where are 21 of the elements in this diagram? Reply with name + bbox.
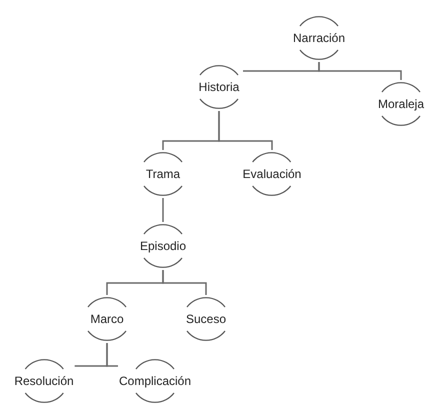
node-label: Trama <box>144 168 182 180</box>
connector-line <box>218 111 273 150</box>
node-label: Resolución <box>13 375 75 387</box>
node-label: Episodio <box>138 240 188 252</box>
connector-line <box>318 62 402 80</box>
node-label: Complicación <box>118 375 192 387</box>
arc-node <box>376 80 426 128</box>
node-label: Marco <box>89 313 125 325</box>
arc-node <box>138 222 188 270</box>
arc-node <box>13 357 75 405</box>
connector-line <box>162 198 164 222</box>
node-label: Historia <box>198 81 240 93</box>
node-label: Moraleja <box>376 98 426 110</box>
connector-line <box>162 270 207 295</box>
arc-node <box>118 357 192 405</box>
arc-node <box>242 150 302 198</box>
connector-line <box>106 343 118 367</box>
node-label: Suceso <box>184 313 228 325</box>
node-label: Evaluación <box>242 168 302 180</box>
node-label: Narración <box>292 32 346 44</box>
arc-node <box>292 14 346 62</box>
